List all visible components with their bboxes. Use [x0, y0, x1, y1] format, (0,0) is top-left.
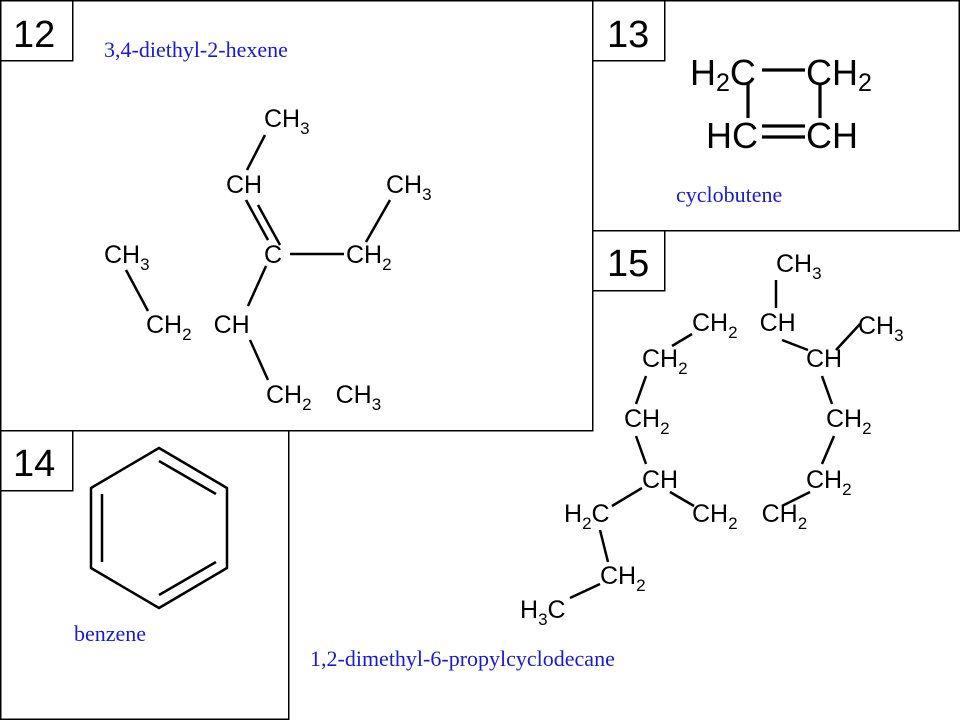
- m14-ring: [89, 446, 229, 610]
- m12-ch3-top: CH3: [264, 105, 310, 138]
- panel-12-frame: [0, 0, 594, 432]
- m12-bond-ch-ch2: [248, 339, 270, 381]
- m15-bond-ch2c-ch2d: [820, 435, 836, 465]
- m15-h2c: H2C: [564, 500, 610, 533]
- m12-double-bond-b: [256, 204, 282, 246]
- m15-ch2-d: CH2: [806, 466, 852, 499]
- caption-15: 1,2-dimethyl-6-propylcyclodecane: [310, 646, 615, 671]
- panel-12-number: 12: [13, 14, 55, 56]
- m15-ch2-c: CH2: [826, 405, 872, 438]
- panel-14-number: 14: [13, 443, 55, 485]
- molecule-14: [89, 446, 229, 610]
- m15-bond-h2c-ch2: [598, 529, 610, 563]
- panel-14-frame: [0, 430, 290, 720]
- m15-h3c: H3C: [520, 596, 566, 629]
- caption-14: benzene: [74, 621, 146, 646]
- m13-hc: HC: [706, 115, 758, 156]
- panel-15-number: 15: [607, 243, 649, 285]
- m13-ch2: CH2: [806, 52, 872, 97]
- caption-13: cyclobutene: [676, 182, 782, 207]
- m15-bond-ch-h2c: [611, 486, 643, 508]
- m15-ch3-top: CH3: [776, 250, 822, 283]
- m15-ch2-e: CH2: [600, 562, 646, 595]
- m12-ch-upper: CH: [226, 171, 262, 199]
- m14-inner-bond-b: [158, 560, 217, 597]
- m15-bond-ch-ch3: [835, 323, 861, 351]
- m15-ch-left: CH: [642, 466, 678, 494]
- m15-bond-ch2d-ch2ch2: [781, 490, 811, 508]
- m15-ch2-b: CH2: [624, 405, 670, 438]
- m14-inner-bond-a: [158, 459, 217, 496]
- m15-bond-ch-ch2ch2: [669, 490, 695, 508]
- m12-bond-ch3-ch2: [124, 269, 150, 312]
- caption-12: 3,4-diethyl-2-hexene: [104, 37, 288, 62]
- panel-13-number-box: 13: [592, 0, 666, 62]
- panel-13-frame: [592, 0, 960, 232]
- m15-bond-ch2b-ch: [634, 435, 648, 465]
- m15-bond-ch2a-ch2b: [634, 375, 648, 405]
- panel-14-number-box: 14: [0, 430, 74, 492]
- molecule-13: H2C CH2 HC CH: [690, 52, 872, 156]
- m12-ch2-right: CH2: [346, 241, 392, 274]
- m15-bonds: [569, 280, 861, 600]
- m15-bond-ch2-h3c: [569, 582, 601, 600]
- m15-ch2-a: CH2: [642, 345, 688, 378]
- panel-13-number: 13: [607, 14, 649, 56]
- m12-bond-ch2-ch3: [364, 199, 392, 243]
- m12-ch3-right: CH3: [386, 171, 432, 204]
- m12-bond-ch3-ch: [245, 134, 267, 171]
- panel-15-number-box: 15: [592, 230, 666, 292]
- m12-ch3-left: CH3: [104, 241, 150, 274]
- m13-h2c: H2C: [690, 52, 756, 97]
- m15-bond-ch-ch2c: [820, 375, 834, 405]
- m15-bond-ch2-ch2a: [671, 332, 693, 348]
- m12-double-bond-a: [244, 199, 270, 241]
- m12-bonds: [124, 134, 392, 381]
- m15-ch3-right: CH3: [858, 312, 904, 345]
- m12-bond-c-ch: [246, 265, 268, 307]
- m13-ch: CH: [806, 115, 858, 156]
- m15-bond-ch-ch: [781, 338, 809, 352]
- m12-c-center: C: [264, 241, 282, 269]
- m13-bonds: [746, 68, 822, 139]
- panel-12-number-box: 12: [0, 0, 74, 62]
